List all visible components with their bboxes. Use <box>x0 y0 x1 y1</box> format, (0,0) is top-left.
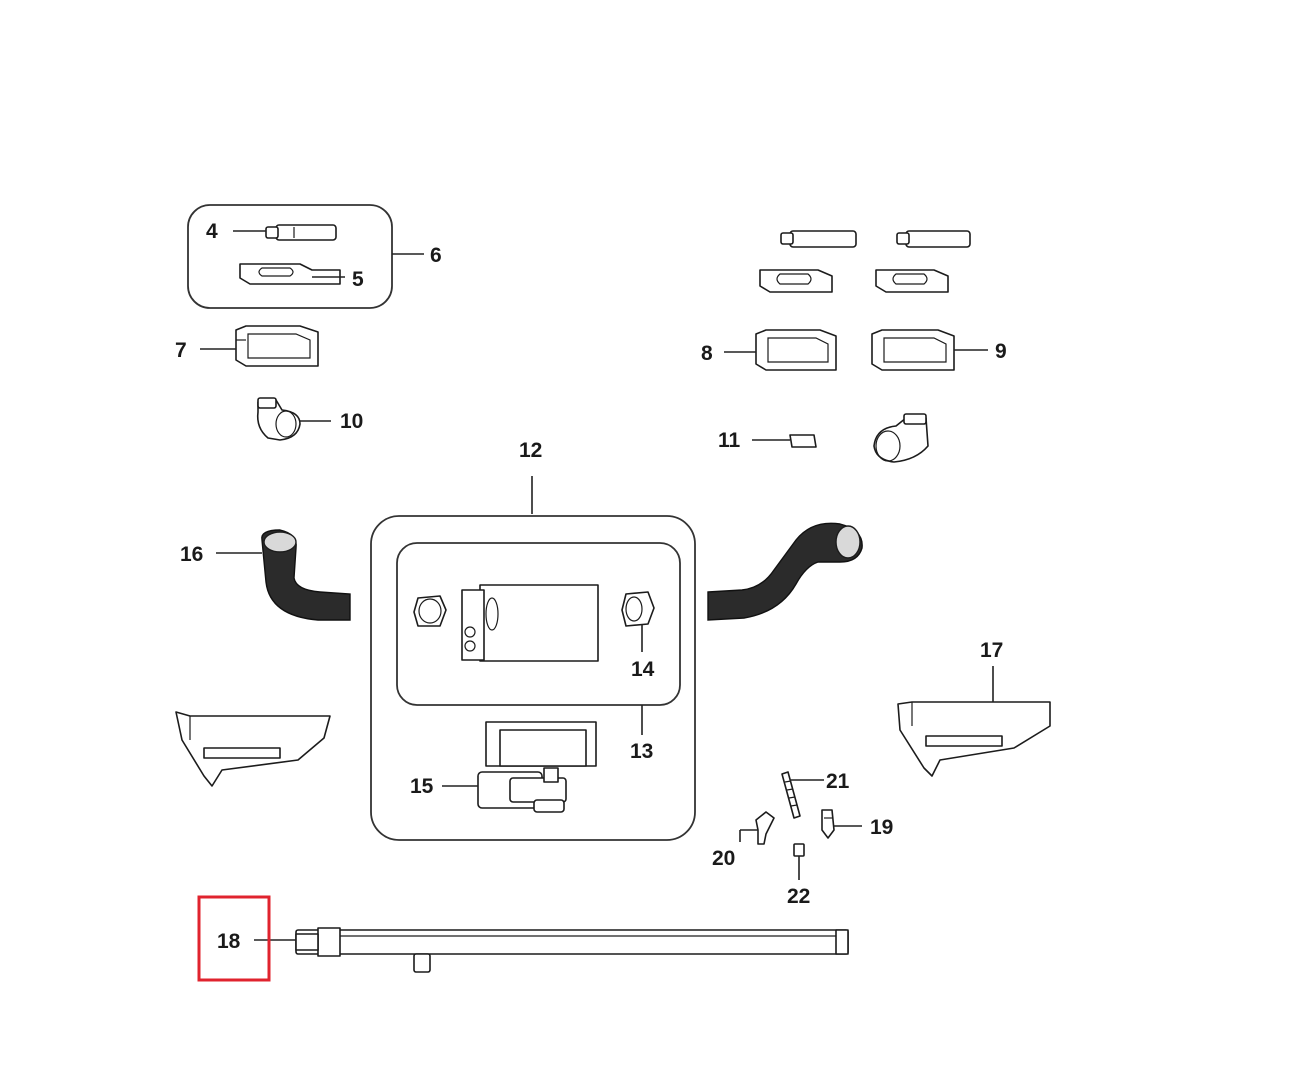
group-frame-6 <box>187 204 393 309</box>
callout-10: 10 <box>340 410 363 433</box>
part-4-clip <box>265 224 337 241</box>
callout-14: 14 <box>631 658 655 681</box>
callout-4: 4 <box>206 220 218 243</box>
callout-15: 15 <box>410 775 434 798</box>
callout-6: 6 <box>430 244 442 267</box>
part-nut-left <box>413 595 447 627</box>
callout-12: 12 <box>519 439 542 462</box>
part-10-elbow <box>256 397 301 441</box>
part-tray-right-a <box>759 269 833 293</box>
callout-5: 5 <box>352 268 364 291</box>
callout-22: 22 <box>787 885 810 908</box>
callout-18: 18 <box>217 930 241 953</box>
part-drain-pan-left <box>175 711 331 787</box>
part-7-bracket <box>235 325 319 367</box>
part-heater-core <box>461 584 599 662</box>
part-18-rod <box>295 927 849 973</box>
part-hose-right <box>707 522 863 621</box>
part-15-valve <box>477 721 597 813</box>
part-9-bracket <box>871 329 955 371</box>
callout-16: 16 <box>180 543 203 566</box>
part-17-drain-pan <box>897 701 1051 777</box>
callout-21: 21 <box>826 770 850 793</box>
part-22-plug <box>793 843 805 857</box>
callout-9: 9 <box>995 340 1007 363</box>
part-14-nut <box>621 591 655 627</box>
callout-13: 13 <box>630 740 653 763</box>
callout-17: 17 <box>980 639 1003 662</box>
part-elbow-right <box>873 413 929 463</box>
part-20-hook <box>755 811 775 845</box>
callout-7: 7 <box>175 339 187 362</box>
part-11-block <box>789 434 817 448</box>
part-19-pin <box>821 809 835 839</box>
callout-11: 11 <box>718 429 741 452</box>
part-21-spring <box>781 771 801 819</box>
group-frame-12 <box>370 515 696 841</box>
part-tray-right-b <box>875 269 949 293</box>
part-5-tray <box>239 263 341 285</box>
callout-8: 8 <box>701 342 713 365</box>
callout-20: 20 <box>712 847 735 870</box>
part-16-hose <box>261 529 351 621</box>
group-frame-13 <box>396 542 681 706</box>
callout-19: 19 <box>870 816 893 839</box>
part-8-bracket <box>755 329 837 371</box>
part-clip-right-b <box>896 230 971 248</box>
callout-18-highlight <box>197 895 271 982</box>
part-clip-right-a <box>780 230 857 248</box>
